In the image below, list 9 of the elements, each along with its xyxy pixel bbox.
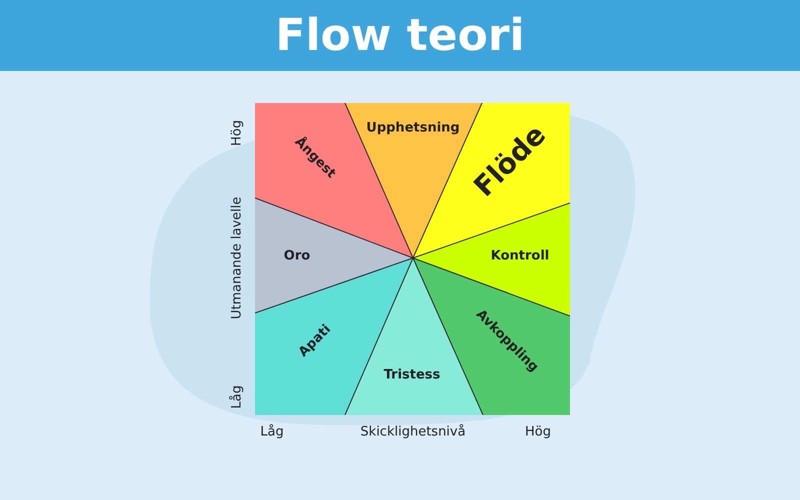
axis-label: Låg — [230, 385, 244, 409]
axis-label: Skicklighetsnivå — [360, 426, 466, 438]
sector-label: Upphetsning — [366, 122, 460, 134]
sector-label: Oro — [284, 250, 310, 262]
sector-label: Tristess — [384, 368, 440, 382]
sector-label: Kontroll — [490, 250, 550, 262]
axis-label: Utmanande lavelle — [230, 196, 244, 320]
title: Flow teori — [275, 14, 525, 58]
axis-label: Låg — [260, 426, 284, 438]
